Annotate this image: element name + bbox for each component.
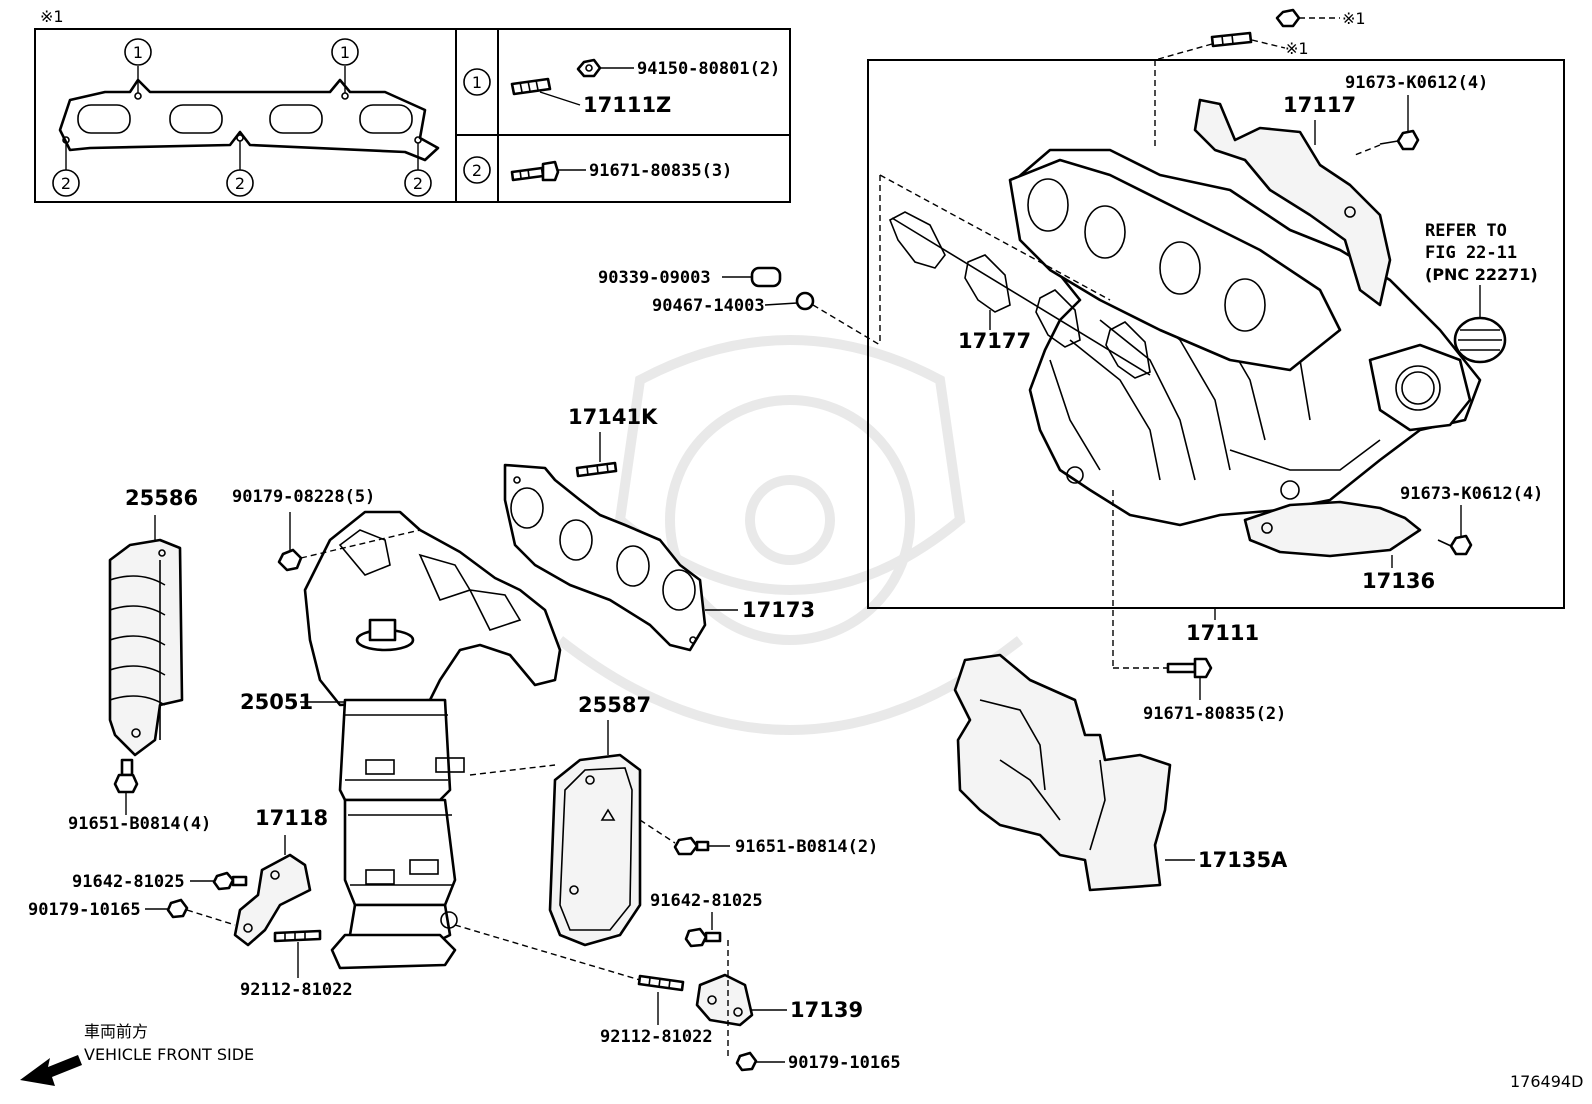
part-label-90179-10165-left: 90179-10165 — [28, 900, 141, 920]
inset-frame — [34, 28, 791, 203]
refer-line-3: (PNC 22271) — [1425, 265, 1538, 284]
part-label-17177: 17177 — [958, 329, 1031, 353]
bracket-17118 — [233, 853, 312, 947]
part-label-x1-nut: ※1 — [1342, 9, 1366, 28]
callout-1-left: 1 — [124, 38, 152, 66]
stud-92112-left-icon — [273, 929, 322, 943]
part-label-91673-K0612-top: 91673-K0612(4) — [1345, 73, 1488, 93]
part-label-92112-81022-left: 92112-81022 — [240, 980, 353, 1000]
bolt-icon — [510, 160, 560, 182]
top-nut-icon — [1275, 8, 1301, 28]
part-label-17139: 17139 — [790, 998, 863, 1022]
part-label-91673-K0612-lower: 91673-K0612(4) — [1400, 484, 1543, 504]
part-label-17136: 17136 — [1362, 569, 1435, 593]
bolt-91642-left-icon — [212, 871, 248, 891]
part-label-17135A: 17135A — [1198, 848, 1288, 872]
refer-line-2: FIG 22-11 — [1425, 243, 1517, 263]
inset-mark: ※1 — [40, 7, 64, 26]
exhaust-manifold-25051 — [303, 510, 562, 970]
inset-table: ※1 1 1 2 2 — [34, 7, 791, 203]
insulator-25587 — [548, 753, 642, 947]
bolt-91642-right-icon — [684, 927, 722, 948]
bolt-91651-right-icon — [673, 836, 710, 856]
clamp-90467-icon — [795, 291, 815, 311]
part-label-90467-14003: 90467-14003 — [652, 296, 765, 316]
throttle-gasket-icon — [1453, 316, 1507, 364]
part-label-90179-10165-right: 90179-10165 — [788, 1053, 901, 1073]
bolt-91673-lower-icon — [1437, 534, 1473, 556]
part-label-90339-09003: 90339-09003 — [598, 268, 711, 288]
bracket-17139 — [695, 973, 754, 1027]
part-label-17173: 17173 — [742, 598, 815, 622]
part-label-91671-80835-2: 91671-80835(2) — [1143, 704, 1286, 724]
bolt-91673-top-icon — [1379, 129, 1420, 151]
exhaust-gasket-17173 — [503, 463, 707, 652]
svg-text:2: 2 — [472, 161, 482, 180]
part-label-17111: 17111 — [1186, 621, 1259, 645]
part-label-94150-80801: 94150-80801(2) — [637, 59, 780, 79]
callout-2-right: 2 — [404, 169, 432, 197]
part-label-17118: 17118 — [255, 806, 328, 830]
part-label-25587: 25587 — [578, 693, 651, 717]
nut-90179-10165-right-icon — [735, 1051, 758, 1072]
vehicle-front-jp: 車両前方 — [84, 1022, 148, 1041]
intake-gaskets — [888, 211, 1151, 379]
bolt-91671-icon — [1166, 657, 1213, 679]
svg-text:2: 2 — [235, 174, 245, 193]
callout-2-mid: 2 — [226, 169, 254, 197]
intake-manifold — [1008, 98, 1482, 558]
top-stud-icon — [1210, 31, 1253, 48]
part-label-91642-81025-right: 91642-81025 — [650, 891, 763, 911]
stud-92112-right-icon — [637, 974, 685, 992]
heat-shield-17135A — [953, 653, 1172, 892]
part-label-91651-B0814-4: 91651-B0814(4) — [68, 814, 211, 834]
hose-90339-icon — [750, 266, 782, 288]
svg-text:1: 1 — [133, 43, 143, 62]
insulator-25586 — [108, 538, 184, 757]
part-label-91651-B0814-2: 91651-B0814(2) — [735, 837, 878, 857]
stud-icon — [510, 77, 552, 96]
nut-90179-08228-icon — [277, 548, 303, 572]
figure-id: 176494D — [1510, 1072, 1583, 1091]
part-label-91642-81025-left: 91642-81025 — [72, 872, 185, 892]
part-label-91671-80835-3: 91671-80835(3) — [589, 161, 732, 181]
part-label-17141K: 17141K — [568, 405, 658, 429]
part-label-25586: 25586 — [125, 486, 198, 510]
intake-manifold-frame — [867, 59, 1565, 609]
vehicle-front-arrow-icon — [20, 1055, 82, 1086]
nut-icon — [576, 58, 602, 78]
part-label-17111Z: 17111Z — [583, 93, 671, 117]
svg-text:2: 2 — [413, 174, 423, 193]
part-label-17117: 17117 — [1283, 93, 1356, 117]
part-label-x1-stud: ※1 — [1285, 39, 1309, 58]
row2-ref-circle: 2 — [463, 156, 491, 184]
bolt-91651-left-icon — [113, 758, 139, 794]
nut-90179-10165-left-icon — [166, 898, 189, 919]
vehicle-front-en: VEHICLE FRONT SIDE — [84, 1045, 254, 1064]
gasket-outline — [58, 78, 440, 162]
callout-2-left: 2 — [52, 169, 80, 197]
callout-1-right: 1 — [331, 38, 359, 66]
row1-ref-circle: 1 — [463, 68, 491, 96]
svg-text:1: 1 — [472, 73, 482, 92]
part-label-92112-81022-right: 92112-81022 — [600, 1027, 713, 1047]
part-label-25051: 25051 — [240, 690, 313, 714]
stud-17141K-icon — [575, 461, 618, 478]
svg-text:2: 2 — [61, 174, 71, 193]
svg-text:1: 1 — [340, 43, 350, 62]
refer-line-1: REFER TO — [1425, 221, 1507, 241]
part-label-90179-08228: 90179-08228(5) — [232, 487, 375, 507]
